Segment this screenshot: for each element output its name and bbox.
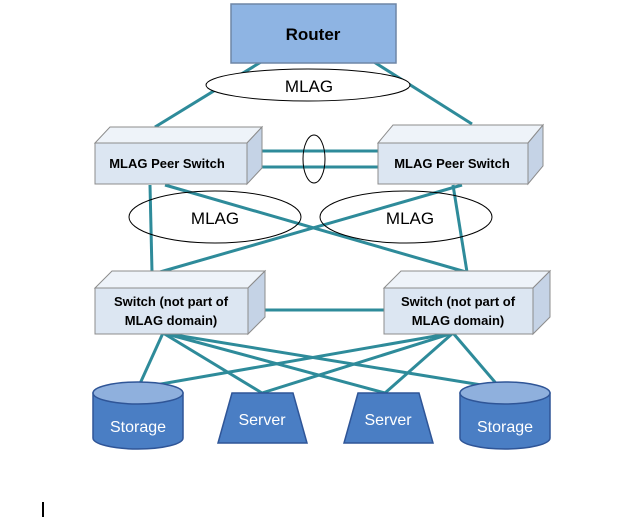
link-swR-storageR [451,332,502,389]
mlag-top: MLAG [205,68,411,102]
peer-switch-left: MLAG Peer Switch [93,125,264,186]
link-swR-serverL [261,331,454,395]
server-right-label: Server [364,412,412,429]
storage-left-label: Storage [110,419,166,436]
storage-left: Storage [92,381,184,450]
mlag-top-label: MLAG [285,77,333,96]
mlag-right-label: MLAG [386,209,434,228]
link-router-peer-right [373,60,473,126]
link-swL-storageR [162,331,501,390]
link-peerR-switchR [451,184,469,273]
link-swL-serverL [162,331,263,395]
link-peerL-switchL [148,184,154,273]
peer-left-label: MLAG Peer Switch [109,156,225,171]
switch-right-line2: MLAG domain) [412,313,504,328]
switch-left-line1: Switch (not part of [114,294,229,309]
switch-left: Switch (not part of MLAG domain) [93,269,267,336]
mlag-left: MLAG [128,190,302,244]
server-right: Server [343,392,434,444]
link-swR-storageL [137,331,454,390]
mlag-right: MLAG [319,190,493,244]
server-left: Server [217,392,308,444]
mlag-left-label: MLAG [191,209,239,228]
server-left-label: Server [238,412,286,429]
links [136,60,502,395]
storage-right: Storage [459,381,551,450]
storage-right-label: Storage [477,419,533,436]
link-swL-storageL [136,332,165,389]
router-label: Router [286,25,341,44]
text-cursor [42,502,44,517]
router-node: Router [230,3,397,64]
peer-link-ellipse [302,134,326,184]
switch-left-line2: MLAG domain) [125,313,217,328]
peer-switch-right: MLAG Peer Switch [376,123,545,186]
link-peerR-switchL [159,183,463,274]
peer-right-label: MLAG Peer Switch [394,156,510,171]
switch-right: Switch (not part of MLAG domain) [382,269,552,336]
switch-right-line1: Switch (not part of [401,294,516,309]
link-swR-serverR [384,331,454,395]
